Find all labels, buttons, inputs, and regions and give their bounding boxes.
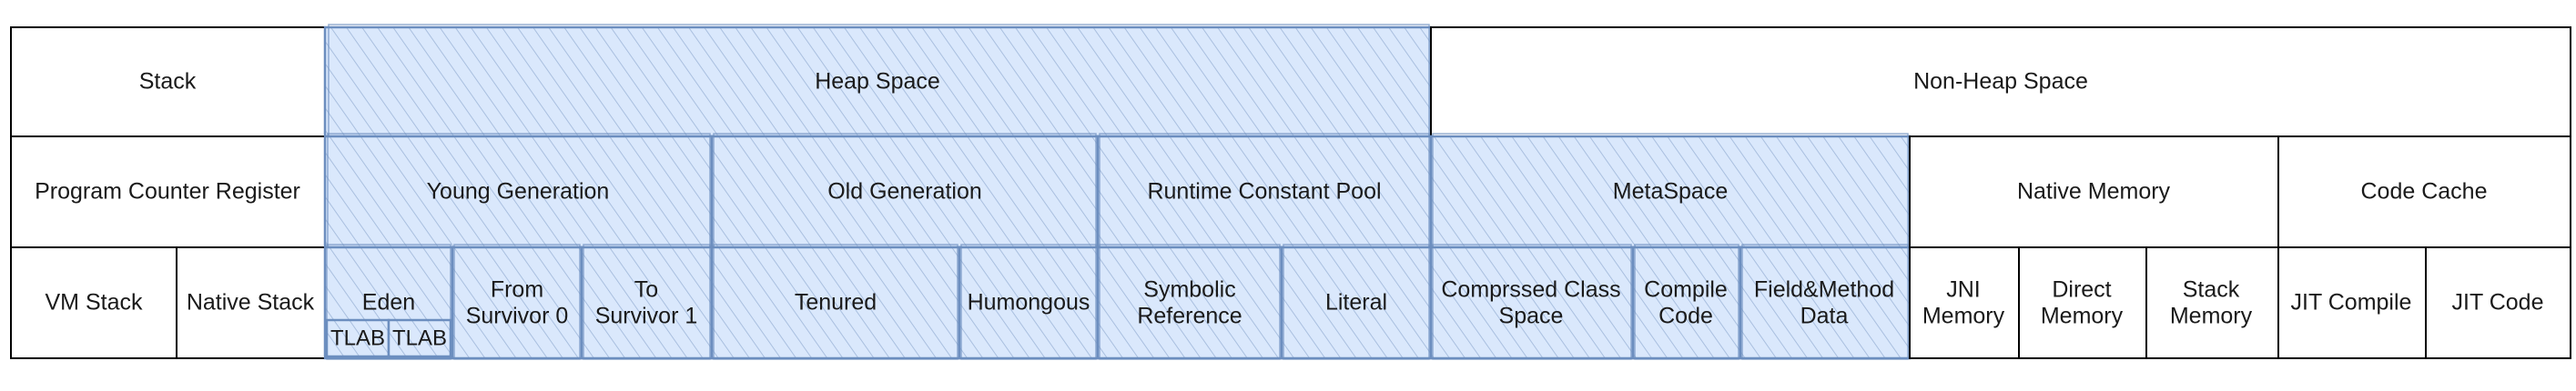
jni-memory-label-line2: Memory xyxy=(1922,304,2005,329)
from-survivor-0-cell: From Survivor 0 xyxy=(451,244,583,360)
field-method-data-label-line2: Data xyxy=(1800,304,1849,329)
compile-code-label-line1: Compile xyxy=(1644,277,1728,303)
non-heap-space-label: Non-Heap Space xyxy=(1913,69,2088,95)
literal-cell: Literal xyxy=(1280,244,1433,360)
tenured-cell: Tenured xyxy=(710,244,961,360)
jni-memory-label-line1: JNI xyxy=(1946,277,1981,303)
from-survivor-0-label-line1: From xyxy=(491,277,543,303)
native-stack-label: Native Stack xyxy=(187,290,315,316)
to-survivor-1-cell: To Survivor 1 xyxy=(580,244,714,360)
native-memory-label: Native Memory xyxy=(2017,179,2171,205)
direct-memory-label-line2: Memory xyxy=(2041,304,2124,329)
program-counter-register-label: Program Counter Register xyxy=(35,179,300,205)
native-stack-cell: Native Stack xyxy=(176,246,326,359)
compressed-class-space-label-line1: Comprssed Class xyxy=(1441,277,1620,303)
jit-code-cell: JIT Code xyxy=(2425,246,2571,359)
from-survivor-0-label-line2: Survivor 0 xyxy=(466,304,569,329)
tlab-1-cell: TLAB xyxy=(325,318,390,358)
vm-stack-label: VM Stack xyxy=(46,290,143,316)
eden-label: Eden xyxy=(362,290,415,316)
young-generation-label: Young Generation xyxy=(427,179,610,205)
code-cache-cell: Code Cache xyxy=(2277,135,2571,248)
jni-memory-cell: JNI Memory xyxy=(1909,246,2020,359)
symbolic-reference-cell: Symbolic Reference xyxy=(1096,244,1283,360)
direct-memory-cell: Direct Memory xyxy=(2018,246,2147,359)
compile-code-label-line2: Code xyxy=(1658,304,1713,329)
to-survivor-1-label-line2: Survivor 1 xyxy=(595,304,698,329)
stack-memory-cell: Stack Memory xyxy=(2145,246,2279,359)
tenured-label: Tenured xyxy=(795,290,877,316)
literal-label: Literal xyxy=(1325,290,1387,316)
stack-memory-label-line1: Stack xyxy=(2183,277,2240,303)
jit-compile-label: JIT Compile xyxy=(2291,290,2412,316)
old-generation-label: Old Generation xyxy=(827,179,982,205)
tlab-1-label: TLAB xyxy=(330,326,385,350)
vm-stack-cell: VM Stack xyxy=(10,246,177,359)
stack-cell: Stack xyxy=(10,26,326,137)
jit-code-label: JIT Code xyxy=(2452,290,2544,316)
direct-memory-label-line1: Direct xyxy=(2052,277,2111,303)
metaspace-cell: MetaSpace xyxy=(1429,133,1912,249)
compressed-class-space-label-line2: Space xyxy=(1499,304,1564,329)
compressed-class-space-cell: Comprssed Class Space xyxy=(1429,244,1635,360)
field-method-data-cell: Field&Method Data xyxy=(1739,244,1912,360)
stack-memory-label-line2: Memory xyxy=(2170,304,2253,329)
runtime-constant-pool-label: Runtime Constant Pool xyxy=(1147,179,1381,205)
symbolic-reference-label-line1: Symbolic xyxy=(1143,277,1235,303)
jit-compile-cell: JIT Compile xyxy=(2277,246,2427,359)
runtime-constant-pool-cell: Runtime Constant Pool xyxy=(1096,133,1433,249)
young-generation-cell: Young Generation xyxy=(323,133,714,249)
tlab-2-label: TLAB xyxy=(392,326,447,350)
humongous-cell: Humongous xyxy=(958,244,1100,360)
non-heap-space-cell: Non-Heap Space xyxy=(1430,26,2571,137)
heap-space-label: Heap Space xyxy=(815,69,940,95)
to-survivor-1-label-line1: To xyxy=(634,277,658,303)
code-cache-label: Code Cache xyxy=(2361,179,2488,205)
humongous-label: Humongous xyxy=(968,290,1090,316)
tlab-2-cell: TLAB xyxy=(387,318,452,358)
symbolic-reference-label-line2: Reference xyxy=(1137,304,1242,329)
metaspace-label: MetaSpace xyxy=(1613,179,1728,205)
old-generation-cell: Old Generation xyxy=(710,133,1100,249)
compile-code-cell: Compile Code xyxy=(1631,244,1742,360)
native-memory-cell: Native Memory xyxy=(1909,135,2279,248)
stack-label: Stack xyxy=(139,69,197,95)
heap-space-cell: Heap Space xyxy=(323,24,1433,138)
field-method-data-label-line1: Field&Method xyxy=(1754,277,1894,303)
program-counter-register-cell: Program Counter Register xyxy=(10,135,326,248)
